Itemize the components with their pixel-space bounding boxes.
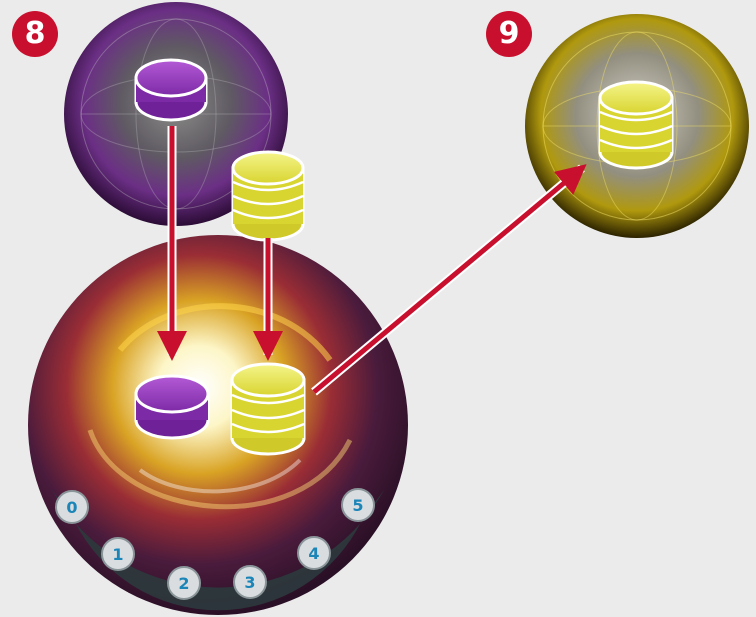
warp-track-label-5: 5 bbox=[352, 496, 363, 515]
warp-track-label-2: 2 bbox=[178, 574, 189, 593]
warp-track-label-1: 1 bbox=[112, 545, 123, 564]
purple-ship-stack-planet[interactable] bbox=[134, 58, 208, 122]
warp-track-label-4: 4 bbox=[308, 544, 319, 563]
movement-arrows bbox=[157, 126, 587, 396]
red-arrow-icon bbox=[312, 164, 587, 394]
warp-track-label-3: 3 bbox=[244, 573, 255, 592]
warp-vortex bbox=[28, 235, 408, 615]
warp-track-slot-0: 0 bbox=[55, 490, 89, 524]
warp-track-slot-5: 5 bbox=[341, 488, 375, 522]
warp-track-slot-3: 3 bbox=[233, 565, 267, 599]
purple-ship-stack-vortex[interactable] bbox=[134, 374, 210, 440]
warp-track-slot-1: 1 bbox=[101, 537, 135, 571]
yellow-ship-stack-planet[interactable] bbox=[598, 80, 674, 170]
warp-track-label-0: 0 bbox=[66, 498, 77, 517]
warp-track-slot-2: 2 bbox=[167, 566, 201, 600]
warp-track: 0 1 2 3 4 5 bbox=[55, 488, 375, 600]
step-badge-8: 8 bbox=[12, 11, 58, 57]
warp-track-slot-4: 4 bbox=[297, 536, 331, 570]
yellow-ship-stack-pool[interactable] bbox=[231, 150, 305, 242]
yellow-ship-stack-vortex[interactable] bbox=[230, 362, 306, 456]
step-badge-9: 9 bbox=[486, 11, 532, 57]
